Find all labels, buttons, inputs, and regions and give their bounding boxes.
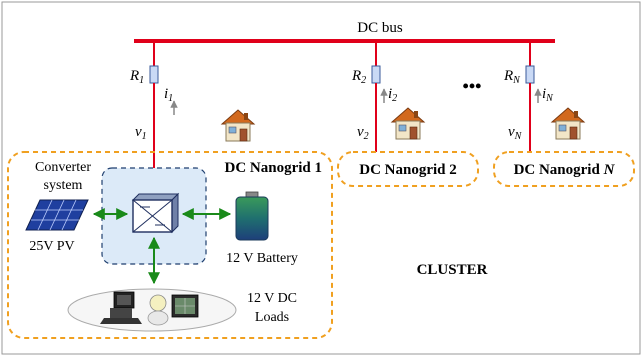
lightbulb-icon <box>147 294 169 326</box>
cluster-label: CLUSTER <box>417 262 488 278</box>
loads-label-line1: 12 V DC <box>247 291 297 306</box>
resistor-n-label: RN <box>503 68 521 86</box>
house-1-icon <box>221 109 255 142</box>
resistor-n <box>525 65 535 84</box>
voltage-n-label: vN <box>508 124 523 142</box>
nanogrid-1-boundary <box>7 151 333 339</box>
converter-label-line2: system <box>44 178 83 193</box>
branch-n: RN iN vN <box>503 41 554 152</box>
converter-label-line1: Converter <box>35 160 91 175</box>
branch-1: R1 i1 v1 <box>129 41 178 183</box>
nanogrid-1-title: DC Nanogrid 1 <box>224 160 322 176</box>
nanogrid-2-title: DC Nanogrid 2 <box>359 162 457 178</box>
resistor-1-label: R1 <box>129 68 144 86</box>
resistor-1 <box>149 65 159 84</box>
ellipsis: ••• <box>463 76 482 96</box>
voltage-1-label: v1 <box>135 124 147 142</box>
branch-2: R2 i2 v2 <box>351 41 397 152</box>
converter-icon <box>131 192 180 234</box>
dc-bus-label: DC bus <box>357 20 403 36</box>
pv-panel-icon <box>25 199 89 231</box>
voltage-2-label: v2 <box>357 124 369 142</box>
display-device-icon <box>171 294 199 318</box>
house-n-icon <box>551 107 585 140</box>
current-2-label: i2 <box>388 86 397 104</box>
nanogrid-2-box <box>337 151 479 187</box>
resistor-2 <box>371 65 381 84</box>
battery-icon <box>235 191 269 241</box>
current-n-label: iN <box>542 86 554 104</box>
resistor-2-label: R2 <box>351 68 366 86</box>
pv-label: 25V PV <box>29 239 74 254</box>
nanogrid-n-title: DC Nanogrid N <box>514 162 616 178</box>
nanogrid-n-box <box>493 151 635 187</box>
computer-icon <box>100 291 142 324</box>
loads-label-line2: Loads <box>255 310 289 325</box>
current-1-label: i1 <box>164 86 173 104</box>
loads-area <box>67 288 237 332</box>
battery-label: 12 V Battery <box>226 251 298 266</box>
house-2-icon <box>391 107 425 140</box>
